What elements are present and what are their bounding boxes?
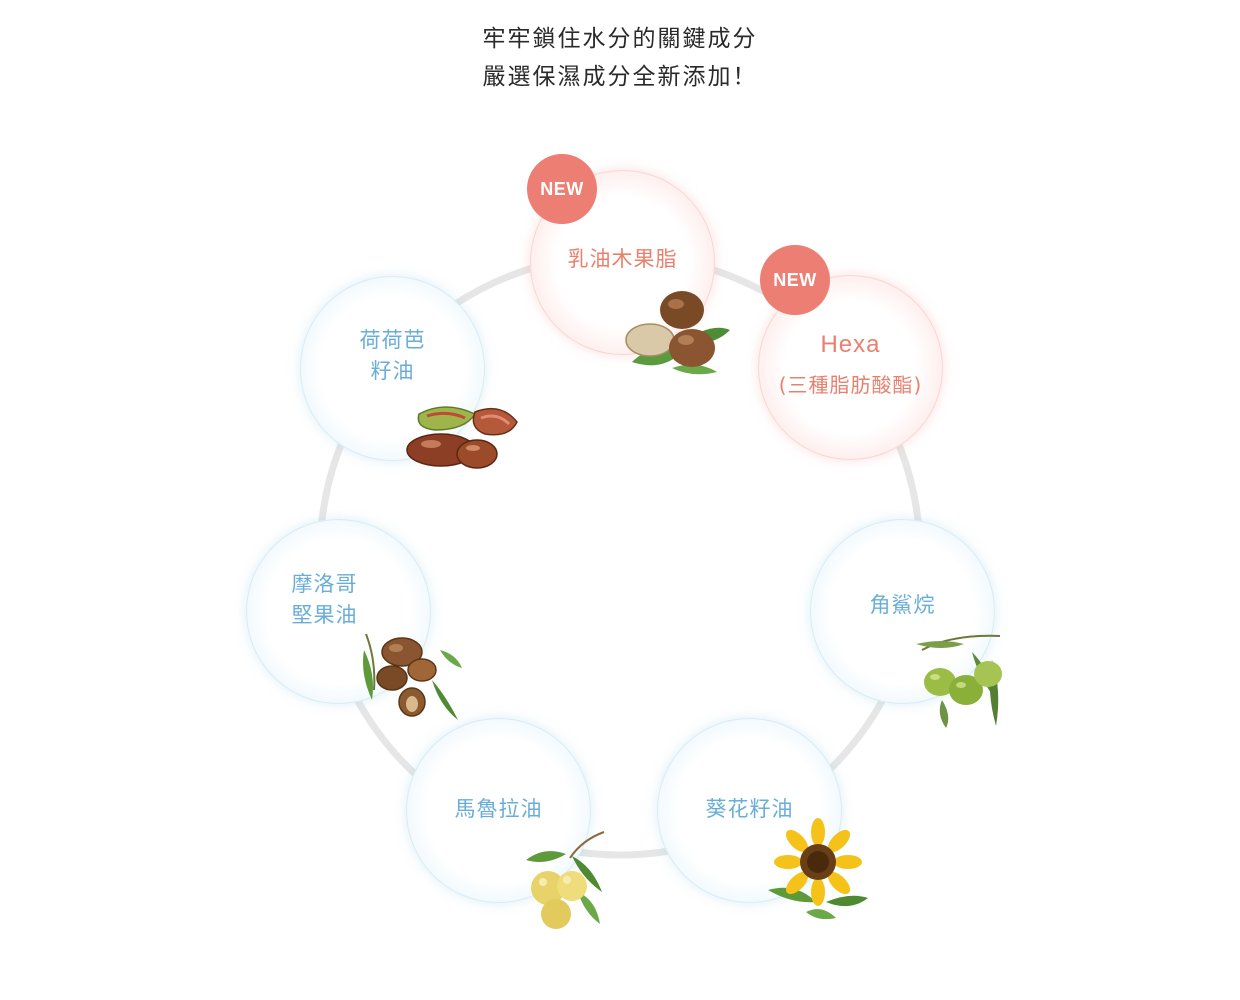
argan-nut-illustration (363, 633, 462, 720)
headline-line-1: 牢牢鎖住水分的關鍵成分 (482, 26, 758, 52)
ingredient-label: 荷荷芭 籽油 (359, 327, 426, 383)
ingredient-label: 摩洛哥 堅果油 (291, 571, 358, 627)
ingredient-label: 乳油木果脂 (567, 247, 678, 271)
sunflower-illustration (768, 818, 868, 920)
ingredient-label: 葵花籽油 (705, 797, 794, 821)
ingredient-bubble-squalane: 角鯊烷 (810, 519, 995, 704)
headline-line-2: 嚴選保濕成分全新添加！ (482, 64, 758, 90)
ingredient-bubble-marula: 馬魯拉油 (406, 718, 591, 903)
headline: 牢牢鎖住水分的關鍵成分 嚴選保濕成分全新添加！ (0, 20, 1240, 96)
marula-fruit-illustration (526, 831, 605, 929)
shea-nut-illustration (625, 291, 730, 375)
ingredient-label: 馬魯拉油 (454, 797, 543, 821)
new-badge: NEW (527, 154, 597, 224)
new-badge: NEW (760, 245, 830, 315)
jojoba-seed-illustration (406, 406, 518, 469)
ingredient-label: 角鯊烷 (869, 593, 936, 617)
ingredient-bubble-jojoba: 荷荷芭 籽油 (300, 276, 485, 461)
ingredient-label: Hexa (三種脂肪酸酯) (778, 330, 923, 397)
olive-illustration (916, 634, 1002, 728)
